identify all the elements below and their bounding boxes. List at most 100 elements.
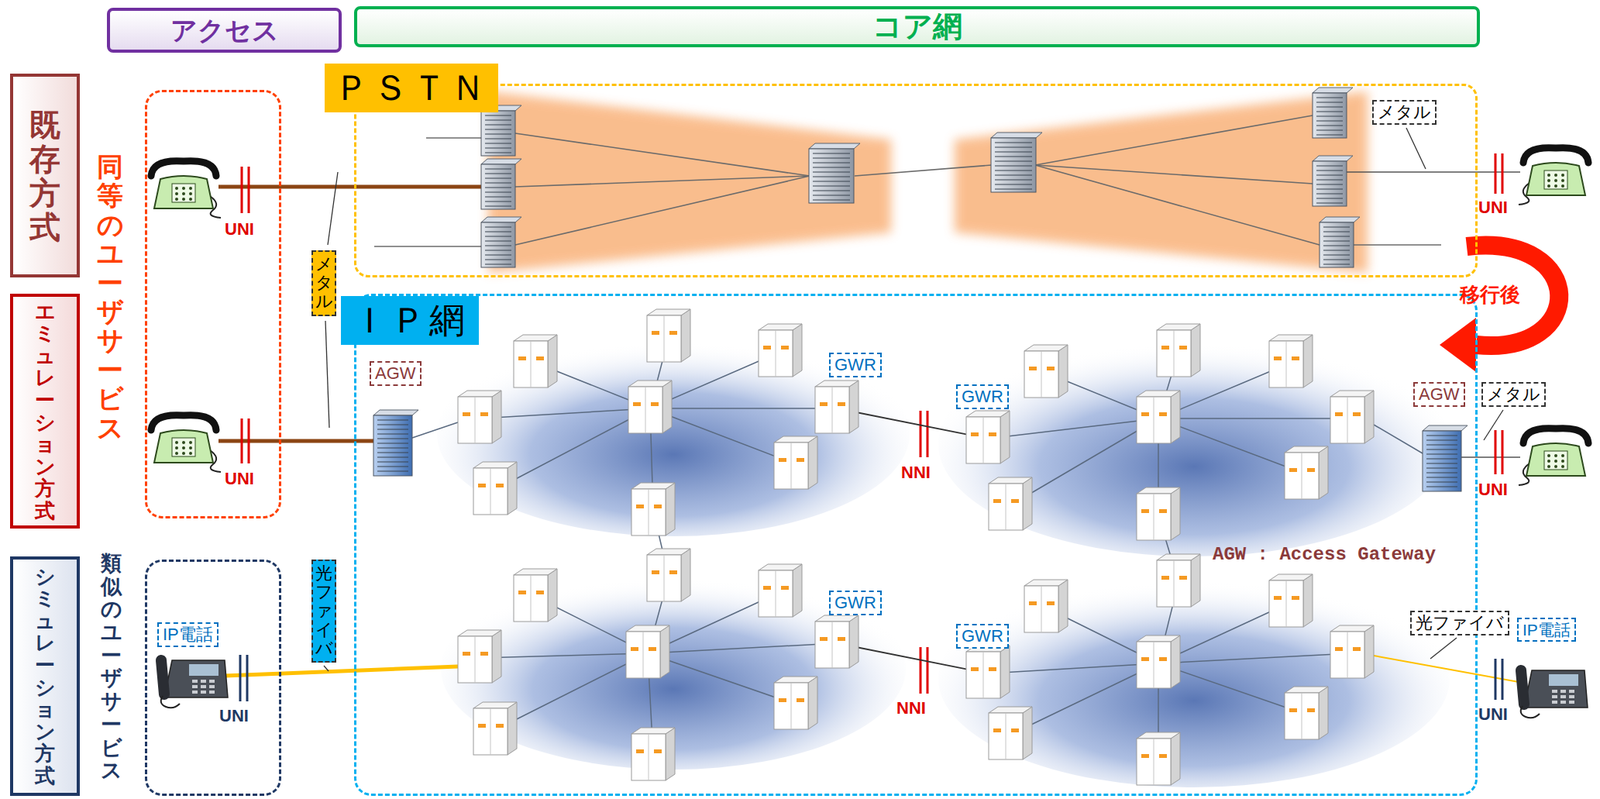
server-divider bbox=[1173, 560, 1175, 607]
network-link bbox=[1010, 663, 1159, 735]
server-lamp bbox=[478, 723, 486, 728]
rack-slot bbox=[485, 201, 512, 203]
server-lamp bbox=[651, 330, 660, 335]
server-lamp bbox=[633, 402, 641, 407]
rack-slot bbox=[1426, 435, 1458, 437]
rack-slot bbox=[994, 156, 1033, 158]
server-front bbox=[1330, 631, 1365, 678]
server-front bbox=[1136, 738, 1171, 785]
server-top bbox=[1284, 446, 1329, 453]
phone-keypad bbox=[1544, 450, 1568, 470]
server-divider bbox=[791, 442, 792, 489]
rack-slot bbox=[1426, 472, 1458, 474]
server-lamp bbox=[1011, 498, 1019, 503]
rack-slot bbox=[485, 264, 512, 265]
server-front bbox=[1284, 692, 1319, 740]
server-lamp bbox=[536, 356, 544, 361]
tag-text: IP電話 bbox=[1522, 619, 1571, 640]
rack-slot bbox=[485, 129, 512, 131]
rack-slot bbox=[1426, 481, 1458, 483]
server-lamp bbox=[819, 402, 828, 407]
server-lamp bbox=[478, 483, 486, 488]
phone-key bbox=[1547, 454, 1551, 458]
interface-bar bbox=[246, 654, 249, 702]
server-top bbox=[457, 390, 502, 397]
rack-slot bbox=[1426, 449, 1458, 451]
ip-server bbox=[1156, 553, 1201, 607]
rack-slot bbox=[485, 173, 512, 175]
phone-keypad bbox=[1544, 170, 1568, 190]
nni-link bbox=[836, 408, 988, 439]
rack-slot bbox=[485, 245, 512, 247]
server-side bbox=[1190, 323, 1201, 377]
rack-slot bbox=[485, 134, 512, 135]
pstn-switch bbox=[481, 105, 522, 156]
region-title: 類似のユーザサービス bbox=[100, 552, 122, 783]
rack-slot bbox=[1316, 97, 1343, 99]
phone-key bbox=[175, 446, 179, 450]
server-lamp bbox=[819, 636, 828, 641]
method-box: エミュレーション方式 bbox=[10, 293, 80, 529]
rack-slot bbox=[1323, 250, 1350, 252]
tag-text: GWR bbox=[961, 386, 1004, 407]
server-front bbox=[646, 315, 682, 362]
server-divider bbox=[1005, 712, 1007, 760]
rack-top bbox=[373, 409, 419, 416]
pstn-switch bbox=[1319, 216, 1360, 268]
network-link bbox=[1010, 418, 1159, 506]
server-front bbox=[1136, 493, 1171, 541]
interface-label: UNI bbox=[1478, 480, 1508, 499]
tag-text: AGW bbox=[375, 363, 417, 384]
interface-bar bbox=[247, 418, 251, 464]
server-side bbox=[792, 323, 802, 377]
server-side bbox=[1000, 410, 1010, 464]
server-lamp bbox=[1046, 366, 1055, 371]
server-lamp bbox=[1289, 467, 1298, 472]
server-top bbox=[1330, 625, 1374, 632]
server-side bbox=[1022, 706, 1033, 760]
server-front bbox=[631, 733, 666, 781]
ip-server bbox=[1136, 487, 1181, 541]
server-front bbox=[758, 330, 793, 377]
gwr-tag: GWR bbox=[956, 623, 1009, 649]
server-lamp bbox=[796, 698, 805, 702]
server-side bbox=[1364, 390, 1374, 444]
phone-handset bbox=[151, 161, 217, 176]
ipphone-screen bbox=[189, 664, 219, 676]
server-divider bbox=[648, 733, 650, 781]
interface-label: UNI bbox=[224, 220, 255, 239]
pstn-switch bbox=[1312, 87, 1353, 138]
server-front bbox=[1136, 396, 1171, 444]
server-side bbox=[507, 701, 517, 755]
rack-slot bbox=[1426, 486, 1458, 488]
ip-server bbox=[966, 645, 1010, 699]
rack-slot bbox=[377, 447, 409, 449]
telephone bbox=[151, 415, 221, 472]
tag-text: 光ファイバ bbox=[315, 564, 333, 658]
server-front bbox=[815, 386, 850, 434]
phone-key bbox=[1561, 178, 1565, 183]
rack-slot bbox=[994, 161, 1033, 162]
rack-slot bbox=[377, 471, 409, 472]
server-lamp bbox=[763, 585, 771, 590]
ipphone-handset bbox=[161, 660, 165, 695]
box-title: 既存方式 bbox=[29, 107, 61, 245]
network-link bbox=[987, 663, 1159, 674]
interface-bar bbox=[1494, 153, 1497, 194]
method-box: シミュレーション方式 bbox=[10, 556, 80, 796]
rack-slot bbox=[812, 195, 850, 197]
rack-slot bbox=[1426, 454, 1458, 455]
interface-bar bbox=[926, 646, 930, 694]
server-front bbox=[758, 570, 793, 617]
devices bbox=[151, 87, 1589, 785]
server-top bbox=[1136, 487, 1181, 494]
server-top bbox=[966, 410, 1010, 417]
phone-key bbox=[182, 440, 186, 444]
phone-key bbox=[1554, 464, 1558, 468]
ip-server bbox=[457, 629, 502, 683]
server-lamp bbox=[462, 651, 471, 656]
interface-label: NNI bbox=[896, 698, 926, 718]
ip-server bbox=[626, 625, 670, 678]
rack-slot bbox=[1426, 467, 1458, 469]
